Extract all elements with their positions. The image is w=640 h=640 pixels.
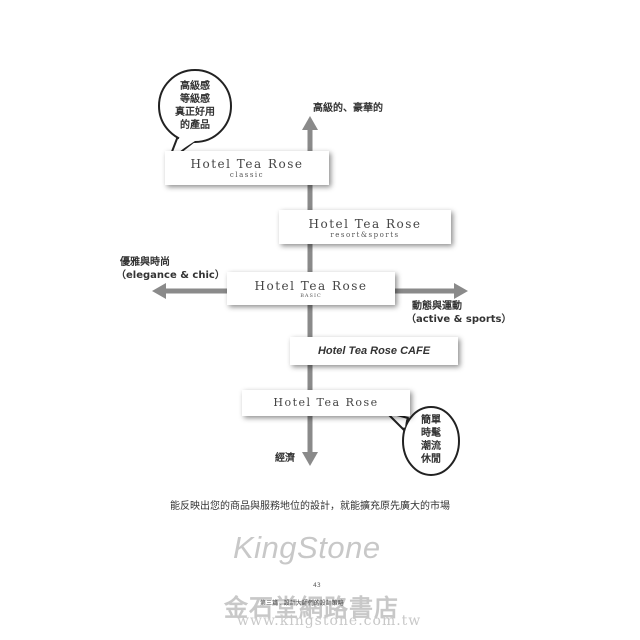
brand-card-resort: Hotel Tea Rose resort&sports [279, 210, 451, 244]
brand-card-name: Hotel Tea Rose [254, 279, 368, 293]
bubble-top-text: 高級感 等級感 真正好用 的產品 [165, 80, 225, 132]
brand-card-subtitle: BASIC [300, 293, 322, 299]
arrow-left-icon [152, 283, 166, 299]
bubble-top-line: 高級感 [180, 81, 210, 92]
bubble-top-line: 等級感 [180, 94, 210, 105]
figure-caption: 能反映出您的商品與服務地位的設計，就能擴充原先廣大的市場 [170, 501, 450, 512]
bubble-bottom-line: 簡單 [421, 415, 441, 426]
bubble-top-line: 真正好用 [175, 107, 215, 118]
arrow-up-icon [302, 116, 318, 130]
axis-label-left: 優雅與時尚 （elegance & chic） [116, 256, 225, 282]
chapter-footer: 第三篇 . 設計大師們的設計策略 [260, 600, 344, 607]
brand-card-cafe: Hotel Tea Rose CAFE [290, 337, 458, 365]
bubble-bottom-line: 潮流 [421, 441, 441, 452]
axis-label-bottom: 經濟 [275, 453, 295, 464]
page-number: 43 [313, 582, 321, 589]
brand-card-subtitle: resort&sports [330, 231, 400, 239]
arrow-down-icon [302, 452, 318, 466]
speech-bubble-top [158, 69, 232, 163]
bubble-bottom-line: 時髦 [421, 428, 441, 439]
bubble-bottom-text: 簡單 時髦 潮流 休閒 [411, 414, 451, 466]
axis-label-top: 高級的、豪華的 [313, 103, 383, 114]
watermark-url: www.kingstone.com.tw [237, 613, 422, 629]
axis-label-right: 動態與運動 （active & sports） [406, 300, 512, 326]
brand-card-basic: Hotel Tea Rose BASIC [227, 272, 395, 305]
brand-card-subtitle: classic [229, 171, 265, 179]
brand-card-classic: Hotel Tea Rose classic [165, 151, 329, 185]
axis-label-left-en: （elegance & chic） [116, 270, 225, 281]
axis-label-right-en: （active & sports） [406, 314, 512, 325]
brand-card-name: Hotel Tea Rose [273, 396, 379, 409]
bubble-bottom-line: 休閒 [421, 454, 441, 465]
bubble-top-line: 的產品 [180, 120, 210, 131]
brand-card-name: Hotel Tea Rose CAFE [317, 345, 431, 357]
arrow-right-icon [454, 283, 468, 299]
store-name: 金石堂網路書店 [224, 593, 399, 622]
watermark-brand: KingStone [233, 530, 381, 565]
axis-label-left-zh: 優雅與時尚 [120, 257, 170, 268]
brand-card-name: Hotel Tea Rose [190, 157, 304, 171]
axis-label-right-zh: 動態與運動 [412, 301, 462, 312]
brand-card-name: Hotel Tea Rose [308, 217, 422, 231]
brand-card-plain: Hotel Tea Rose [242, 390, 410, 416]
